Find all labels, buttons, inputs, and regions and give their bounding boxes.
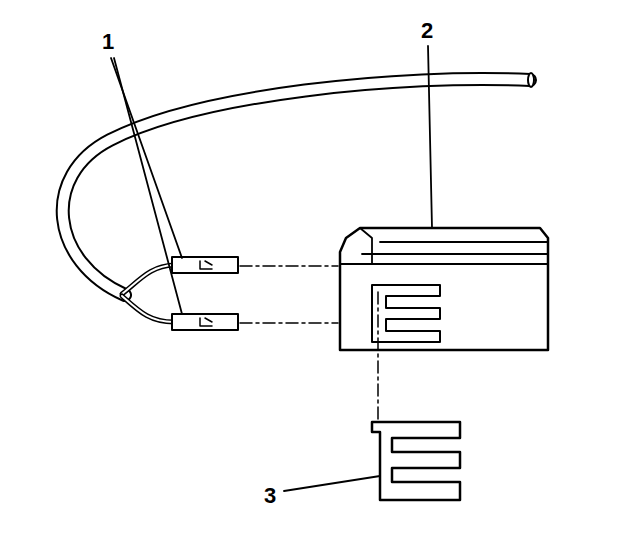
cable-end [528, 73, 534, 87]
connector-body [340, 228, 548, 350]
insertion-line [240, 265, 338, 267]
leader-line [428, 46, 432, 228]
callout-number: 3 [264, 485, 276, 507]
leader-line [114, 58, 182, 314]
terminal-detail [200, 261, 212, 269]
insertion-line [377, 292, 379, 420]
wire [122, 265, 174, 294]
terminal [172, 314, 238, 330]
terminal-detail [200, 318, 212, 326]
wire [122, 296, 174, 322]
leader-line [284, 476, 380, 491]
retainer-slot [372, 285, 440, 342]
callout-number: 1 [102, 31, 114, 53]
retainer [372, 422, 460, 500]
insertion-line [240, 322, 338, 324]
wire-inner [122, 265, 174, 294]
callout-number: 2 [421, 20, 433, 42]
terminal [172, 257, 238, 273]
wire-inner [122, 296, 174, 322]
connector-ridges [340, 228, 548, 264]
